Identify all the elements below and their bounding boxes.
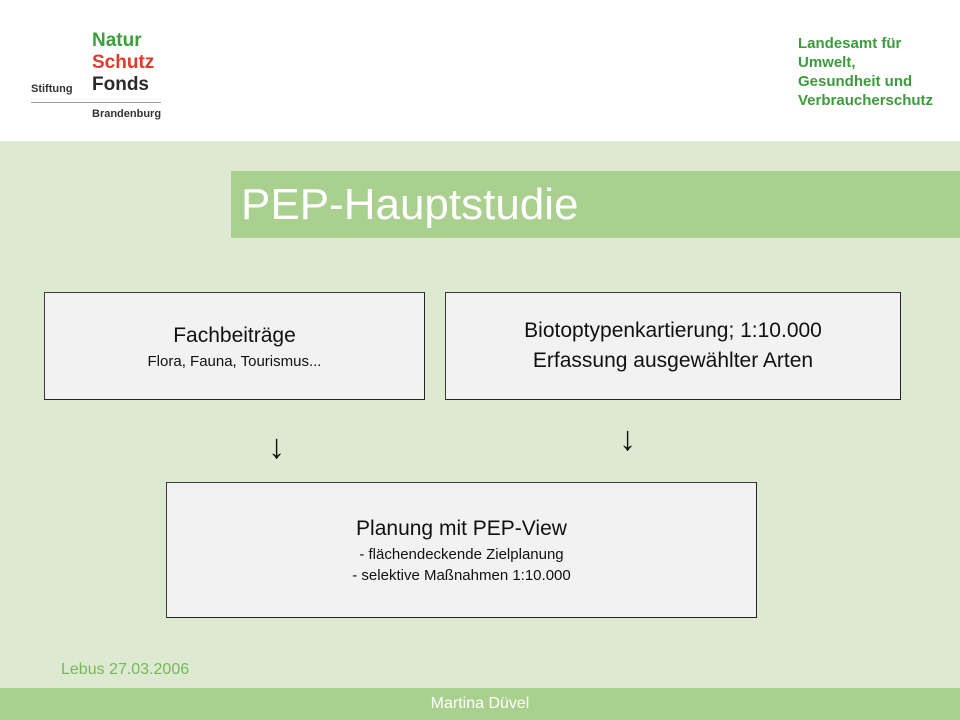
landesamt-line: Verbraucherschutz	[798, 92, 934, 109]
title-bar: PEP-Hauptstudie	[231, 171, 960, 238]
arrow-down-icon: ↓	[268, 428, 285, 466]
landesamt-logo: Landesamt für Umwelt, Gesundheit und Ver…	[798, 34, 958, 110]
logo-fonds-text: Fonds	[92, 74, 149, 95]
planung-title: Planung mit PEP-View	[356, 517, 567, 540]
logo-schutz-text: Schutz	[92, 52, 155, 73]
fachbeitraege-box: Fachbeiträge Flora, Fauna, Tourismus...	[44, 292, 425, 400]
author-name: Martina Düvel	[430, 695, 530, 712]
fachbeitraege-title: Fachbeiträge	[173, 323, 296, 347]
biotop-line1: Biotoptypenkartierung; 1:10.000	[524, 319, 822, 342]
footer-bar: Martina Düvel	[0, 688, 960, 720]
planung-item: - flächendeckende Zielplanung	[359, 546, 564, 563]
date-label: Lebus 27.03.2006	[61, 661, 190, 678]
fachbeitraege-subtitle: Flora, Fauna, Tourismus...	[147, 352, 322, 370]
header: Stiftung Natur Schutz Fonds Brandenburg …	[0, 0, 960, 141]
logo-stiftung-text: Stiftung	[31, 83, 73, 95]
planung-item: - selektive Maßnahmen 1:10.000	[352, 567, 571, 584]
logo-natur-text: Natur	[92, 30, 142, 51]
planung-box: Planung mit PEP-View - flächendeckende Z…	[166, 482, 757, 618]
logo-divider	[31, 102, 161, 103]
landesamt-line: Gesundheit und	[798, 73, 913, 90]
naturschutzfonds-logo: Stiftung Natur Schutz Fonds Brandenburg	[0, 0, 200, 141]
slide-title: PEP-Hauptstudie	[241, 180, 579, 229]
landesamt-line: Landesamt für	[798, 35, 902, 52]
biotop-line2: Erfassung ausgewählter Arten	[532, 349, 814, 372]
biotop-box: Biotoptypenkartierung; 1:10.000 Erfassun…	[445, 292, 901, 400]
arrow-down-icon: ↓	[619, 420, 636, 458]
logo-brandenburg-text: Brandenburg	[92, 108, 162, 120]
landesamt-line: Umwelt,	[798, 54, 856, 71]
